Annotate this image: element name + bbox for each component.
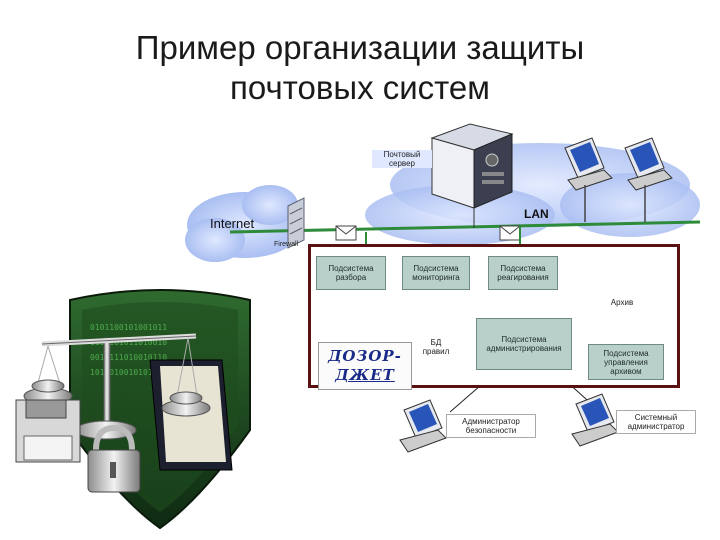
server-icon [430, 123, 514, 209]
floppy-disk-icon [15, 399, 81, 463]
firewall-icon [287, 197, 305, 249]
product-name-line-2: ДЖЕТ [335, 366, 395, 384]
workstation-icon [624, 137, 673, 222]
monitoring-subsystem: Подсистема мониторинга [402, 256, 470, 290]
response-subsystem: Подсистема реагирования [488, 256, 558, 290]
internet-label: Internet [210, 216, 255, 231]
quarantine-label: Карантин [604, 268, 640, 277]
parsing-subsystem: Подсистема разбора [316, 256, 386, 290]
svg-text:0101100101001011: 0101100101001011 [90, 323, 167, 332]
firewall-label: Firewall [274, 241, 299, 248]
security-admin-workstation-icon [399, 399, 447, 453]
system-admin-workstation-icon [571, 393, 619, 447]
lan-label: LAN [524, 207, 549, 221]
product-logo: ДОЗОР- ДЖЕТ [318, 342, 412, 390]
title-line-2: почтовых систем [230, 69, 490, 106]
envelope-icon [499, 225, 521, 241]
svg-text:1100101011010010: 1100101011010010 [90, 338, 167, 347]
internet-cloud [185, 185, 303, 262]
lan-line [229, 220, 701, 234]
envelope-icon [335, 225, 357, 241]
padlock-icon [87, 424, 141, 493]
mail-server-label: Почтовый сервер [372, 150, 432, 168]
svg-text:0010111010010110: 0010111010010110 [90, 353, 167, 362]
archive-label: Архив [610, 298, 634, 307]
slide-title: Пример организации защиты почтовых систе… [0, 28, 720, 108]
product-name-line-1: ДОЗОР- [328, 347, 402, 365]
system-admin-label: Системный администратор [616, 410, 696, 434]
administration-subsystem: Подсистема администрирования [476, 318, 572, 370]
archive-management-subsystem: Подсистема управления архивом [588, 344, 664, 380]
svg-text:1011010010101101: 1011010010101101 [90, 368, 167, 377]
security-admin-label: Администратор безопасности [446, 414, 536, 438]
workstation-icon [564, 137, 613, 222]
title-line-1: Пример организации защиты [135, 29, 585, 66]
rules-db-label: БД правил [422, 338, 450, 356]
